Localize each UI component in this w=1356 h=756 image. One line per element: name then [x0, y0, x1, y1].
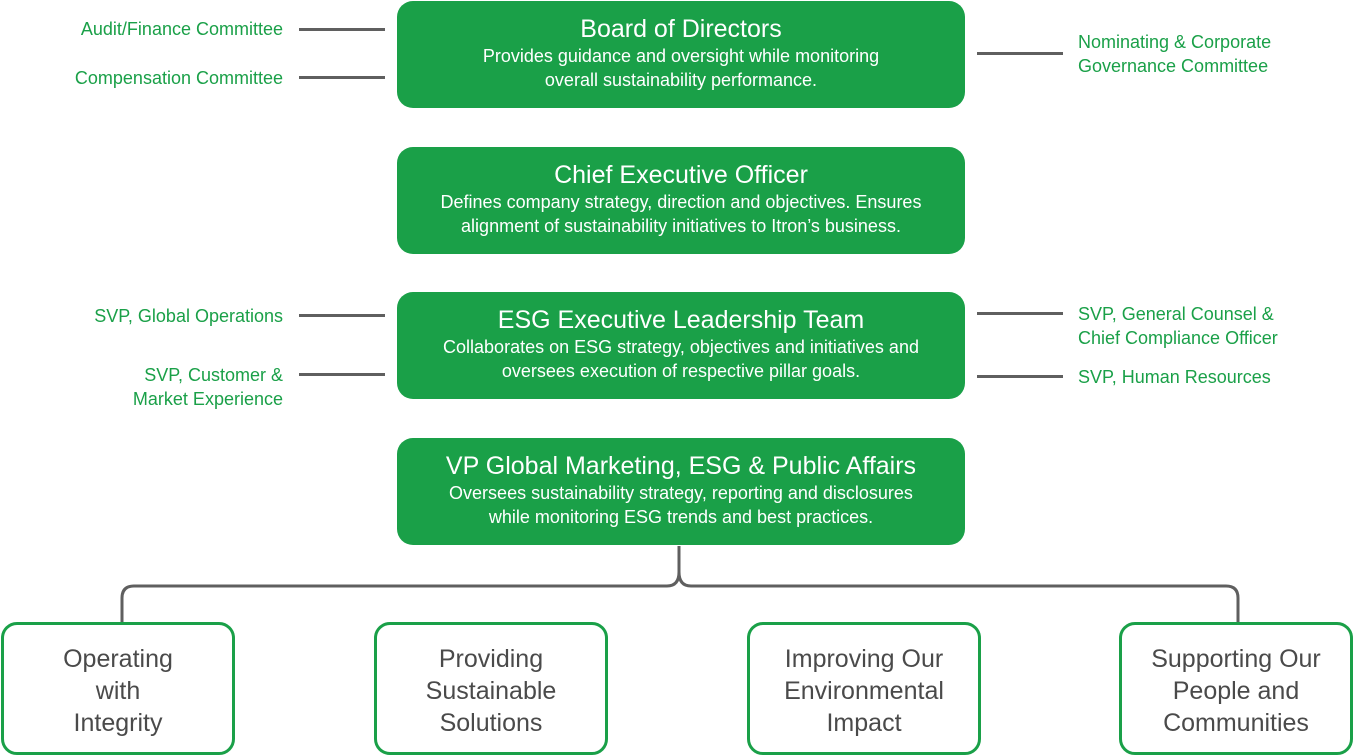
- connector-svp-general-counsel: [977, 312, 1063, 315]
- pillar-3-line-2: Environmental: [784, 677, 944, 705]
- ceo-box: Chief Executive Officer Defines company …: [397, 147, 965, 254]
- ceo-title: Chief Executive Officer: [554, 161, 808, 189]
- nominating-text-line-2: Governance Committee: [1078, 56, 1269, 76]
- board-of-directors-box: Board of Directors Provides guidance and…: [397, 1, 965, 108]
- nominating-governance-committee-label: Nominating & Corporate Governance Commit…: [1078, 30, 1271, 78]
- esg-team-desc-line-1: Collaborates on ESG strategy, objectives…: [443, 337, 919, 357]
- connector-compensation: [299, 76, 385, 79]
- svp-customer-text-line-1: SVP, Customer &: [144, 365, 283, 385]
- svp-human-resources-label: SVP, Human Resources: [1078, 365, 1271, 389]
- svp-human-resources-text: SVP, Human Resources: [1078, 367, 1271, 387]
- pillar-4-line-1: Supporting Our: [1151, 645, 1321, 673]
- pillar-1-line-2: with: [95, 677, 141, 705]
- svp-general-counsel-label: SVP, General Counsel & Chief Compliance …: [1078, 302, 1278, 350]
- vp-desc-line-1: Oversees sustainability strategy, report…: [449, 483, 913, 503]
- vp-global-marketing-box: VP Global Marketing, ESG & Public Affair…: [397, 438, 965, 545]
- ceo-desc-line-2: alignment of sustainability initiatives …: [461, 216, 901, 236]
- pillar-3-line-1: Improving Our: [784, 645, 944, 673]
- board-desc-line-2: overall sustainability performance.: [544, 70, 818, 90]
- bracket-left-branch: [120, 546, 681, 622]
- pillar-4-line-3: Communities: [1163, 709, 1309, 737]
- esg-executive-leadership-team-box: ESG Executive Leadership Team Collaborat…: [397, 292, 965, 399]
- connector-svp-customer: [299, 373, 385, 376]
- pillar-1-line-1: Operating: [63, 645, 173, 673]
- pillar-improving-environmental-impact: Improving Our Environmental Impact: [747, 622, 981, 755]
- pillar-2-line-3: Solutions: [439, 709, 543, 737]
- esg-team-desc-line-2: oversees execution of respective pillar …: [501, 361, 861, 381]
- esg-team-description: Collaborates on ESG strategy, objectives…: [397, 335, 965, 383]
- vp-title: VP Global Marketing, ESG & Public Affair…: [445, 452, 917, 480]
- svp-customer-text-line-2: Market Experience: [132, 389, 283, 409]
- compensation-committee-label: Compensation Committee: [75, 66, 283, 90]
- connector-audit-finance: [299, 28, 385, 31]
- board-description: Provides guidance and oversight while mo…: [397, 44, 965, 92]
- pillar-2-line-2: Sustainable: [425, 677, 557, 705]
- audit-finance-committee-text: Audit/Finance Committee: [80, 19, 283, 39]
- pillar-operating-with-integrity: Operating with Integrity: [1, 622, 235, 755]
- ceo-description: Defines company strategy, direction and …: [397, 190, 965, 238]
- pillar-4-line-2: People and: [1172, 677, 1300, 705]
- svp-general-counsel-text-line-1: SVP, General Counsel &: [1078, 304, 1274, 324]
- board-title: Board of Directors: [580, 15, 782, 43]
- svp-general-counsel-text-line-2: Chief Compliance Officer: [1078, 328, 1278, 348]
- svp-customer-market-experience-label: SVP, Customer & Market Experience: [133, 363, 283, 411]
- compensation-committee-text: Compensation Committee: [74, 68, 283, 88]
- connector-svp-global-operations: [299, 314, 385, 317]
- vp-desc-line-2: while monitoring ESG trends and best pra…: [488, 507, 874, 527]
- nominating-text-line-1: Nominating & Corporate: [1078, 32, 1272, 52]
- connector-svp-human-resources: [977, 375, 1063, 378]
- esg-team-title: ESG Executive Leadership Team: [497, 306, 865, 334]
- svp-global-operations-text: SVP, Global Operations: [94, 306, 283, 326]
- ceo-desc-line-1: Defines company strategy, direction and …: [440, 192, 922, 212]
- pillar-2-line-1: Providing: [438, 645, 544, 673]
- pillar-1-line-3: Integrity: [73, 709, 163, 737]
- vp-description: Oversees sustainability strategy, report…: [397, 481, 965, 529]
- svp-global-operations-label: SVP, Global Operations: [94, 304, 283, 328]
- pillar-3-line-3: Impact: [826, 709, 902, 737]
- pillar-supporting-people-communities: Supporting Our People and Communities: [1119, 622, 1353, 755]
- connector-nominating: [977, 52, 1063, 55]
- audit-finance-committee-label: Audit/Finance Committee: [81, 17, 283, 41]
- pillar-providing-sustainable-solutions: Providing Sustainable Solutions: [374, 622, 608, 755]
- board-desc-line-1: Provides guidance and oversight while mo…: [482, 46, 880, 66]
- bracket-right-branch: [677, 571, 1240, 622]
